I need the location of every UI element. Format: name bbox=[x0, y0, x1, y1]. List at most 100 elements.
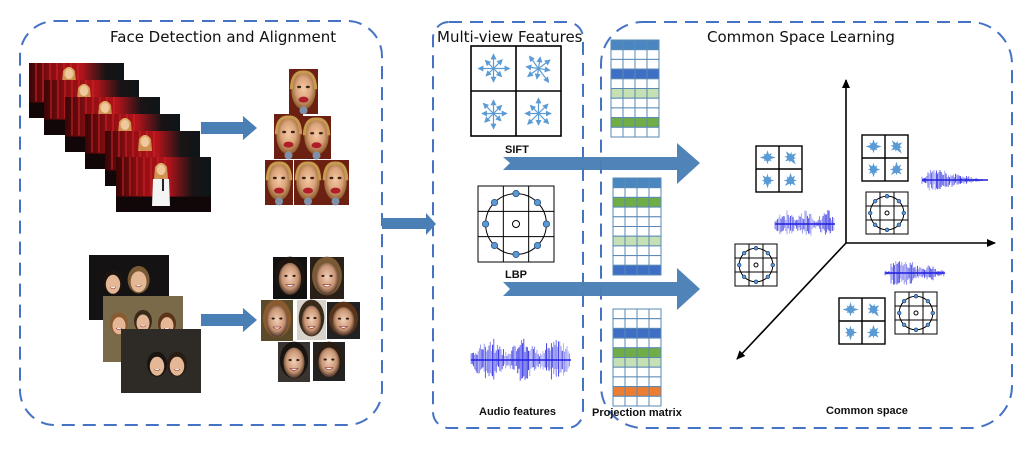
matrix-cell bbox=[636, 245, 650, 257]
matrix-cell bbox=[622, 107, 636, 119]
matrix-cell bbox=[624, 327, 638, 339]
matrix-cell bbox=[636, 347, 650, 358]
matrix-cell bbox=[624, 386, 638, 397]
matrix-cell bbox=[612, 357, 626, 368]
matrix-cell bbox=[610, 107, 624, 119]
matrix-cell bbox=[622, 49, 636, 60]
common-space-axes bbox=[736, 79, 996, 360]
matrix-cell bbox=[648, 226, 662, 237]
matrix-cell bbox=[648, 347, 662, 358]
matrix-cell bbox=[612, 177, 626, 189]
matrix-cell bbox=[624, 366, 638, 378]
axis-depth bbox=[736, 242, 847, 360]
group-photo bbox=[121, 329, 201, 393]
embedded-sift-icon bbox=[861, 134, 909, 182]
matrix-cell bbox=[624, 264, 638, 276]
aligned-face bbox=[322, 160, 349, 206]
aligned-face bbox=[273, 256, 307, 299]
matrix-cell bbox=[612, 395, 626, 407]
matrix-cell bbox=[646, 68, 660, 80]
matrix-cell bbox=[648, 177, 662, 189]
aligned-face bbox=[289, 69, 318, 115]
matrix-cell bbox=[610, 78, 624, 90]
matrix-cell bbox=[648, 386, 662, 397]
matrix-cell bbox=[624, 318, 638, 329]
matrix-cell bbox=[622, 78, 636, 90]
matrix-cell bbox=[612, 206, 626, 218]
projection-matrix-2 bbox=[612, 177, 662, 276]
matrix-cell bbox=[634, 126, 648, 138]
matrix-cell bbox=[624, 187, 638, 198]
matrix-cell bbox=[612, 187, 626, 198]
matrix-cell bbox=[636, 235, 650, 247]
matrix-cell bbox=[624, 196, 638, 208]
embedded-sift-icon bbox=[755, 145, 803, 193]
matrix-cell bbox=[648, 318, 662, 329]
sift-icon bbox=[470, 45, 562, 137]
matrix-cell bbox=[610, 58, 624, 70]
matrix-cell bbox=[612, 376, 626, 388]
embedded-lbp-icon bbox=[894, 291, 938, 335]
matrix-cell bbox=[610, 39, 624, 51]
matrix-cell bbox=[634, 97, 648, 109]
matrix-cell bbox=[622, 39, 636, 51]
matrix-cell bbox=[646, 107, 660, 119]
matrix-cell bbox=[648, 245, 662, 257]
caption-audio-features: Audio features bbox=[479, 406, 556, 418]
arrow-photos-to-faces bbox=[201, 308, 257, 332]
matrix-cell bbox=[612, 196, 626, 208]
aligned-face bbox=[313, 341, 345, 381]
caption-sift: SIFT bbox=[505, 144, 529, 156]
matrix-cell bbox=[646, 39, 660, 51]
matrix-cell bbox=[636, 376, 650, 388]
matrix-cell bbox=[648, 366, 662, 378]
matrix-cell bbox=[612, 318, 626, 329]
matrix-cell bbox=[612, 245, 626, 257]
matrix-cell bbox=[612, 337, 626, 349]
aligned-face bbox=[261, 299, 293, 341]
matrix-cell bbox=[648, 395, 662, 407]
matrix-cell bbox=[612, 308, 626, 320]
matrix-cell bbox=[646, 97, 660, 109]
matrix-cell bbox=[624, 226, 638, 237]
matrix-cell bbox=[624, 376, 638, 388]
aligned-face bbox=[297, 299, 326, 340]
matrix-cell bbox=[622, 88, 636, 99]
aligned-face bbox=[294, 160, 322, 206]
matrix-cell bbox=[636, 264, 650, 276]
photo-collection bbox=[89, 255, 201, 393]
panel-common-space-border bbox=[600, 21, 1013, 429]
matrix-cell bbox=[612, 235, 626, 247]
matrix-cell bbox=[636, 255, 650, 266]
matrix-cell bbox=[636, 337, 650, 349]
matrix-cell bbox=[634, 49, 648, 60]
arrow-lbp-to-common-space bbox=[503, 268, 700, 310]
matrix-cell bbox=[634, 68, 648, 80]
matrix-cell bbox=[610, 88, 624, 99]
matrix-cell bbox=[634, 88, 648, 99]
matrix-cell bbox=[636, 187, 650, 198]
matrix-cell bbox=[612, 327, 626, 339]
matrix-cell bbox=[634, 58, 648, 70]
matrix-cell bbox=[648, 196, 662, 208]
embedded-features bbox=[734, 134, 988, 345]
matrix-cell bbox=[636, 327, 650, 339]
embedded-audio-waveform-icon bbox=[884, 260, 945, 285]
matrix-cell bbox=[610, 126, 624, 138]
matrix-cell bbox=[646, 58, 660, 70]
matrix-cell bbox=[622, 68, 636, 80]
matrix-cell bbox=[646, 126, 660, 138]
matrix-cell bbox=[612, 264, 626, 276]
matrix-cell bbox=[610, 68, 624, 80]
matrix-cell bbox=[636, 196, 650, 208]
matrix-cell bbox=[624, 347, 638, 358]
projection-matrix-3 bbox=[612, 308, 662, 407]
aligned-face bbox=[310, 256, 344, 299]
matrix-cell bbox=[636, 366, 650, 378]
matrix-cell bbox=[622, 117, 636, 128]
matrix-cell bbox=[648, 187, 662, 198]
embedded-sift-icon bbox=[838, 297, 886, 345]
video-frame bbox=[116, 157, 211, 212]
caption-lbp: LBP bbox=[505, 269, 527, 281]
